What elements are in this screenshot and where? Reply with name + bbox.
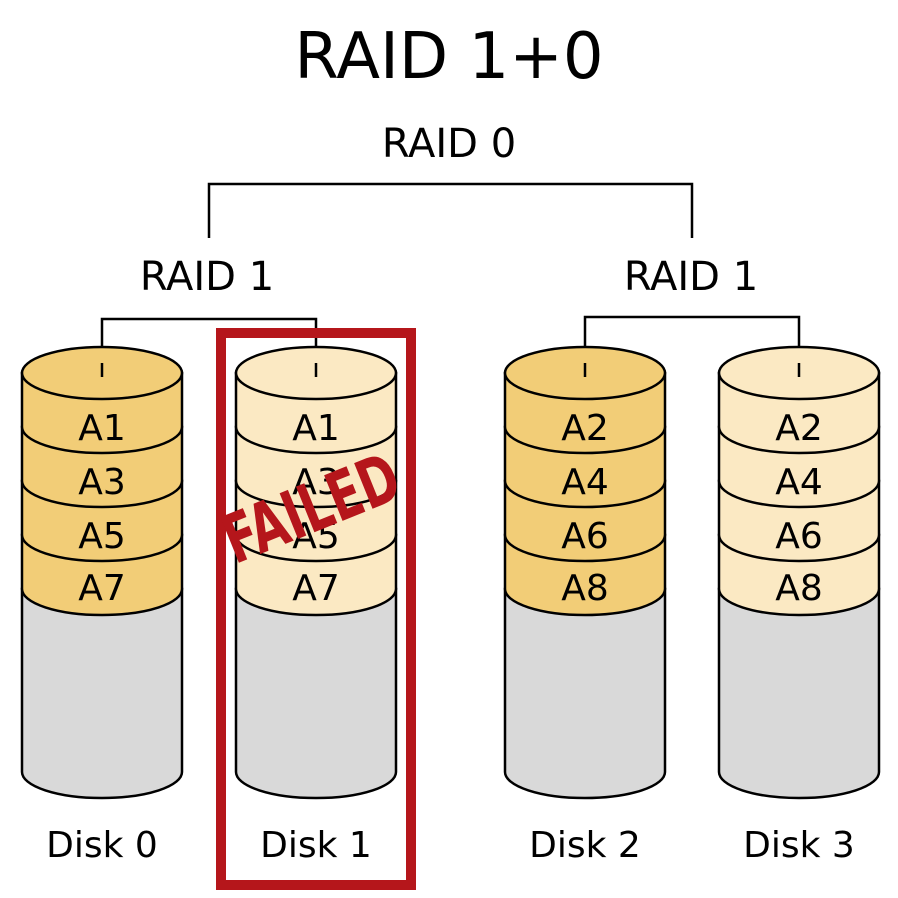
- block-label: A3: [292, 462, 340, 503]
- block-label: A6: [561, 516, 609, 557]
- raid1-label-left: RAID 1: [140, 254, 274, 300]
- raid1-label-right: RAID 1: [624, 254, 758, 300]
- connector-lines: [100, 182, 801, 370]
- disk-empty-space: [20, 587, 184, 800]
- block-label: A4: [775, 462, 823, 503]
- disk-name: Disk 2: [529, 825, 641, 866]
- disk-name: Disk 1: [260, 825, 372, 866]
- block-label: A8: [561, 568, 609, 609]
- block-label: A4: [561, 462, 609, 503]
- disk-empty-space: [717, 587, 881, 800]
- block-label: A2: [561, 408, 609, 449]
- block-label: A6: [775, 516, 823, 557]
- disk-name: Disk 0: [46, 825, 158, 866]
- disk-name: Disk 3: [743, 825, 855, 866]
- block-label: A5: [292, 516, 340, 557]
- raid1-connector-right: [583, 315, 801, 370]
- block-label: A5: [78, 516, 126, 557]
- block-label: A2: [775, 408, 823, 449]
- raid1-connector-left: [100, 317, 318, 370]
- diagram-title: RAID 1+0: [294, 20, 603, 94]
- raid0-label: RAID 0: [382, 121, 516, 167]
- block-label: A1: [78, 408, 126, 449]
- failed-highlight-box: [216, 328, 416, 890]
- block-label: A8: [775, 568, 823, 609]
- block-label: A3: [78, 462, 126, 503]
- block-label: A1: [292, 408, 340, 449]
- disk-empty-space: [503, 587, 667, 800]
- block-label: A7: [78, 568, 126, 609]
- block-label: A7: [292, 568, 340, 609]
- disk-empty-space: [234, 587, 398, 800]
- raid0-connector: [207, 182, 694, 238]
